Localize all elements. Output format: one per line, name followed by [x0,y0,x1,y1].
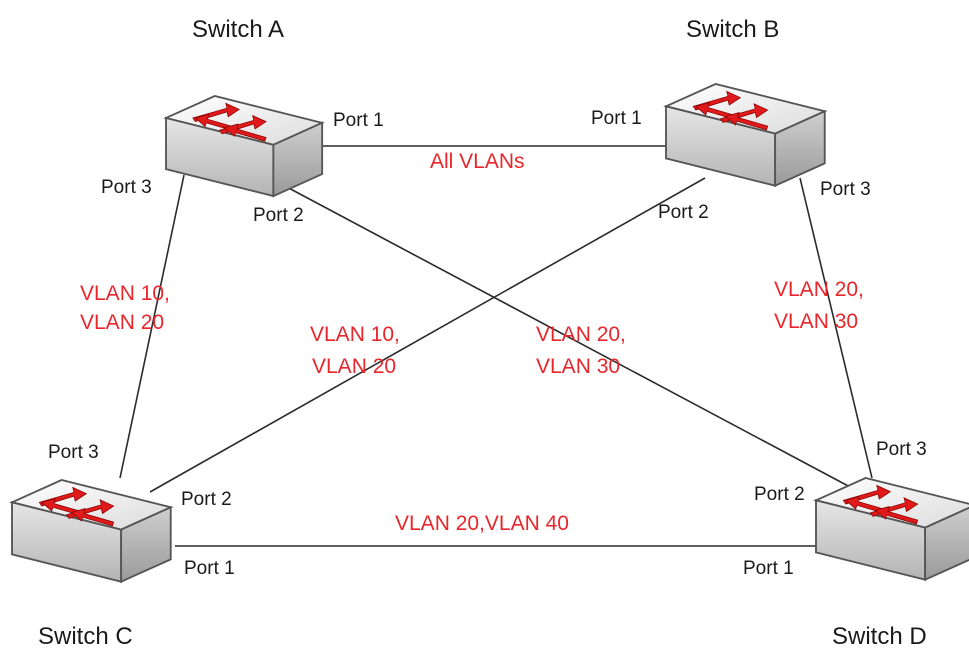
network-switch-icon [165,95,324,197]
vlan-label-b-c-line2: VLAN 20 [312,355,396,378]
switch-a-port-2: Port 2 [253,205,304,226]
vlan-label-b-d-line1: VLAN 20, [774,278,864,301]
switch-d-port-3: Port 3 [876,439,927,460]
switch-d-port-1: Port 1 [743,558,794,579]
switch-b-port-3: Port 3 [820,179,871,200]
vlan-label-a-b: All VLANs [430,150,525,173]
switch-c-port-2: Port 2 [181,489,232,510]
link-b-d [799,177,873,479]
switch-b-port-2: Port 2 [658,202,709,223]
vlan-label-a-d-line1: VLAN 20, [536,323,626,346]
switch-d[interactable]: Switch D [815,477,969,650]
network-switch-icon [815,477,969,581]
switch-b-label: Switch B [686,16,779,43]
switch-c-port-3: Port 3 [48,442,99,463]
vlan-label-b-c-line1: VLAN 10, [310,323,400,346]
switch-a[interactable]: Switch A [165,16,324,197]
switch-b-port-1: Port 1 [591,108,642,129]
switch-b[interactable]: Switch B [665,16,826,187]
link-b-c [149,177,706,493]
vlan-label-a-c-line2: VLAN 20 [80,311,164,334]
switch-c[interactable]: Switch C [11,479,172,650]
switch-c-label: Switch C [38,623,133,650]
switch-a-port-3: Port 3 [101,177,152,198]
network-switch-icon [665,83,826,187]
vlan-label-a-d-line2: VLAN 30 [536,355,620,378]
vlan-label-b-d-line2: VLAN 30 [774,310,858,333]
switch-d-label: Switch D [832,623,927,650]
switch-a-label: Switch A [192,16,284,43]
switch-c-port-1: Port 1 [184,558,235,579]
link-a-c [119,174,185,479]
link-a-d [267,176,853,489]
vlan-label-a-c-line1: VLAN 10, [80,282,170,305]
vlan-label-c-d: VLAN 20,VLAN 40 [395,512,569,535]
switch-d-port-2: Port 2 [754,484,805,505]
switch-a-port-1: Port 1 [333,110,384,131]
network-switch-icon [11,479,172,583]
